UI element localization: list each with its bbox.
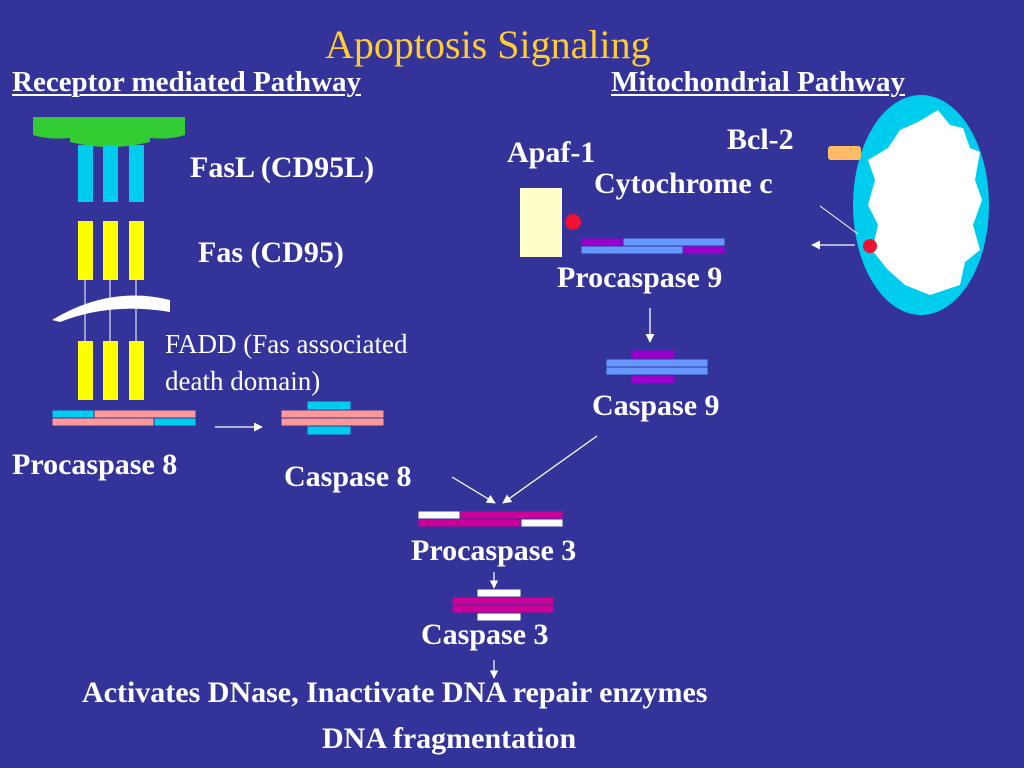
fas-receptor-transmembrane xyxy=(78,221,144,280)
caspase-8-seg-pink xyxy=(280,417,385,427)
label-procaspase-9: Procaspase 9 xyxy=(557,261,723,294)
receptor-transmembrane-bar xyxy=(103,221,118,280)
receptor-transmembrane-bar xyxy=(129,221,144,280)
label-fadd-line2: death domain) xyxy=(165,366,321,396)
caspase-3-seg-magenta xyxy=(451,604,555,614)
procaspase-8-seg-cyan xyxy=(51,409,95,419)
label-procaspase-3: Procaspase 3 xyxy=(411,534,577,567)
caspase-3-seg-magenta xyxy=(451,596,555,606)
fasl-ligand xyxy=(33,117,185,147)
bcl-2-protein xyxy=(828,146,861,160)
procaspase-3-seg-magenta xyxy=(459,510,564,520)
caspase-9-seg-blue xyxy=(605,358,709,368)
cytochrome-c-dot-mitochondrion xyxy=(863,239,877,253)
caspase-8-seg-pink xyxy=(280,409,385,419)
procaspase-8-seg-pink xyxy=(51,417,155,427)
procaspase-9-seg-blue xyxy=(580,245,684,255)
caspase-9-seg-blue xyxy=(605,366,709,376)
label-apaf-1: Apaf-1 xyxy=(507,136,596,169)
cytochrome-c-dot-apoptosome xyxy=(565,214,581,230)
procaspase-3-shape xyxy=(417,510,564,528)
procaspase-9-seg-purple xyxy=(682,245,726,255)
label-caspase-3: Caspase 3 xyxy=(421,618,549,651)
procaspase-3-seg-white xyxy=(417,510,461,520)
fadd-bar xyxy=(103,341,118,400)
fas-receptor-extracellular xyxy=(78,145,144,202)
caspase-8-shape xyxy=(280,400,385,436)
fasl-ligand-shape xyxy=(33,117,185,147)
procaspase-8-seg-pink xyxy=(93,409,197,419)
heading-receptor-pathway: Receptor mediated Pathway xyxy=(12,66,362,98)
label-fasl: FasL (CD95L) xyxy=(190,151,375,184)
heading-mitochondrial-pathway: Mitochondrial Pathway xyxy=(611,66,906,98)
footer-effects: Activates DNase, Inactivate DNA repair e… xyxy=(82,676,708,709)
arrow-caspase9-to-procaspase3 xyxy=(502,435,598,504)
procaspase-3-seg-magenta xyxy=(417,518,522,528)
procaspase-9-seg-purple xyxy=(580,237,624,247)
caspase-3-seg-white xyxy=(476,612,522,622)
label-caspase-8: Caspase 8 xyxy=(284,460,412,493)
arrow-caspase8-to-procaspase3 xyxy=(451,476,496,504)
label-fas: Fas (CD95) xyxy=(198,236,344,269)
procaspase-9-shape xyxy=(580,237,726,255)
mitochondrion-matrix xyxy=(868,110,982,295)
caspase-8-seg-cyan xyxy=(306,425,352,436)
receptor-extracellular-bar xyxy=(103,145,118,202)
receptor-extracellular-bar xyxy=(78,145,93,202)
label-fadd-line1: FADD (Fas associated xyxy=(165,329,408,359)
fadd-bar xyxy=(78,341,93,400)
cell-membrane-arc xyxy=(52,295,170,322)
procaspase-8-seg-cyan xyxy=(153,417,197,427)
caspase-8-seg-cyan xyxy=(306,400,352,411)
apaf-1-protein xyxy=(520,188,562,257)
caspase-9-seg-purple xyxy=(630,374,676,385)
caspase-3-seg-white xyxy=(476,588,522,598)
fadd-bar xyxy=(129,341,144,400)
label-procaspase-8: Procaspase 8 xyxy=(12,448,178,481)
receptor-transmembrane-bar xyxy=(78,221,93,280)
label-cytochrome-c: Cytochrome c xyxy=(594,167,773,200)
procaspase-8-shape xyxy=(51,409,197,427)
caspase-3-shape xyxy=(451,588,555,622)
cytochrome-c-pointer xyxy=(819,205,859,235)
procaspase-9-seg-blue xyxy=(622,237,726,247)
slide-title: Apoptosis Signaling xyxy=(325,22,651,67)
mitochondrion xyxy=(853,95,989,315)
procaspase-3-seg-white xyxy=(520,518,564,528)
label-bcl-2: Bcl-2 xyxy=(727,123,794,156)
footer-dna-fragmentation: DNA fragmentation xyxy=(322,722,577,755)
fadd-bars xyxy=(78,341,144,400)
caspase-9-seg-purple xyxy=(630,349,676,360)
caspase-9-shape xyxy=(605,349,709,385)
receptor-extracellular-bar xyxy=(129,145,144,202)
label-caspase-9: Caspase 9 xyxy=(592,389,720,422)
